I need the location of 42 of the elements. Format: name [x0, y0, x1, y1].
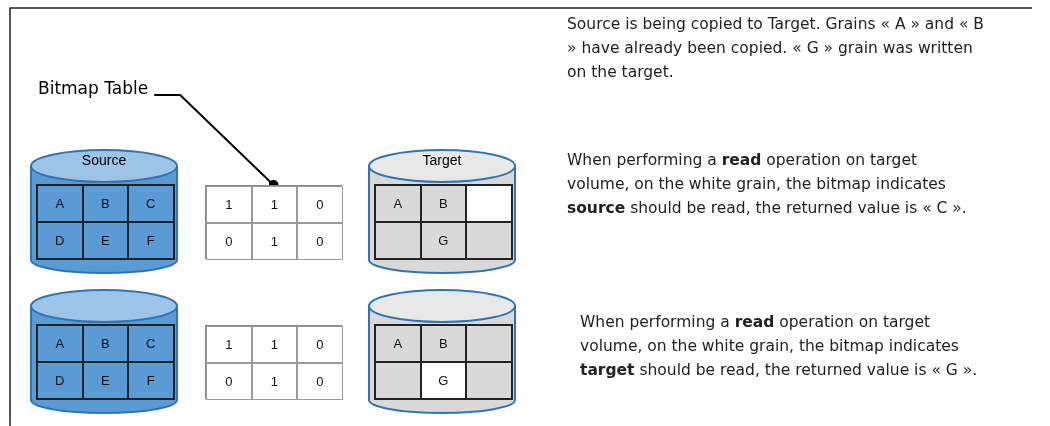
bit-cell: 1: [206, 326, 252, 363]
volume-cylinder: [368, 288, 516, 414]
bitmap-table: [205, 325, 342, 399]
grain-cell: E: [82, 362, 128, 399]
explanation-text: When performing a read operation on target volume, on the white grain, the bitmap indicates source should be read, the returned value is « C ».: [567, 150, 968, 219]
bit-cell: 1: [251, 363, 297, 400]
grain-cell: A: [375, 325, 421, 362]
bit-cell: 1: [251, 326, 297, 363]
bit-cell: 1: [251, 223, 297, 260]
grain-cell: G: [420, 362, 466, 399]
grain-cell: C: [128, 325, 174, 362]
bit-cell: 1: [206, 186, 252, 223]
grain-cell: A: [37, 185, 83, 222]
grain-cell: B: [420, 185, 466, 222]
grain-cell: F: [128, 222, 174, 259]
bit-cell: 0: [297, 326, 343, 363]
volume-title: Source: [80, 152, 128, 168]
grain-cell: F: [128, 362, 174, 399]
grain-cell: B: [420, 325, 466, 362]
volume-cylinder: [30, 148, 178, 274]
grain-cell: D: [37, 362, 83, 399]
grain-cell: D: [37, 222, 83, 259]
volume-cylinder: [368, 148, 516, 274]
grain-cell: C: [128, 185, 174, 222]
bit-cell: 0: [297, 223, 343, 260]
bitmap-table: [205, 185, 342, 259]
grain-cell: A: [37, 325, 83, 362]
grain-cell: G: [420, 222, 466, 259]
bit-cell: 0: [206, 363, 252, 400]
bit-cell: 0: [206, 223, 252, 260]
callout-label: Bitmap Table: [38, 78, 149, 104]
volume-cylinder: [30, 288, 178, 414]
explanation-text: When performing a read operation on target volume, on the white grain, the bitmap indicates target should be read, the returned value is « G ».: [580, 312, 979, 381]
explanation-text: Source is being copied to Target. Grains « A » and « B » have already been copied. « G » grain was written on the target.: [567, 14, 985, 83]
grain-cell: B: [82, 325, 128, 362]
bit-cell: 0: [297, 186, 343, 223]
volume-title: Target: [421, 152, 463, 168]
grain-cell: E: [82, 222, 128, 259]
bit-cell: 1: [251, 186, 297, 223]
grain-cell: A: [375, 185, 421, 222]
bit-cell: 0: [297, 363, 343, 400]
grain-cell: B: [82, 185, 128, 222]
